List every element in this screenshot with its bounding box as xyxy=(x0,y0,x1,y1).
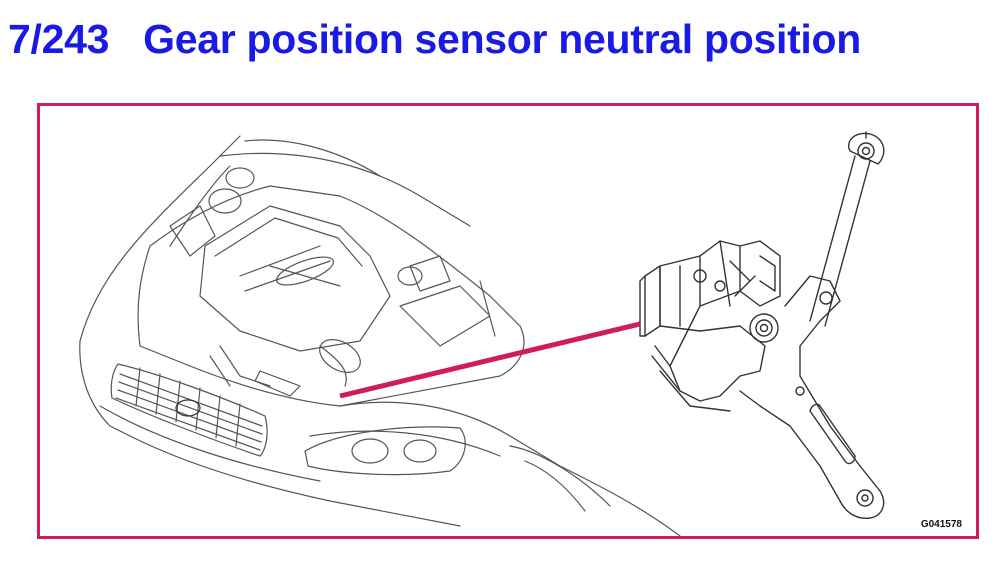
sensor-bracket xyxy=(739,275,885,519)
section-code: 7/243 xyxy=(8,16,110,62)
page-title: 7/243 Gear position sensor neutral positi… xyxy=(8,16,861,63)
engine-cover xyxy=(199,205,391,352)
diagram-canvas xyxy=(79,131,885,536)
figure-id-code: G041578 xyxy=(920,519,962,530)
sensor-housing xyxy=(639,240,781,412)
sensor-illustration xyxy=(639,131,885,519)
section-title: Gear position sensor neutral position xyxy=(143,16,862,62)
car-grille xyxy=(110,363,268,457)
diagram-frame: G041578 xyxy=(37,103,979,539)
car-illustration xyxy=(79,135,681,536)
callout-pointer xyxy=(339,321,641,399)
sensor-linkage-arm xyxy=(749,131,885,343)
car-headlight xyxy=(304,426,466,476)
